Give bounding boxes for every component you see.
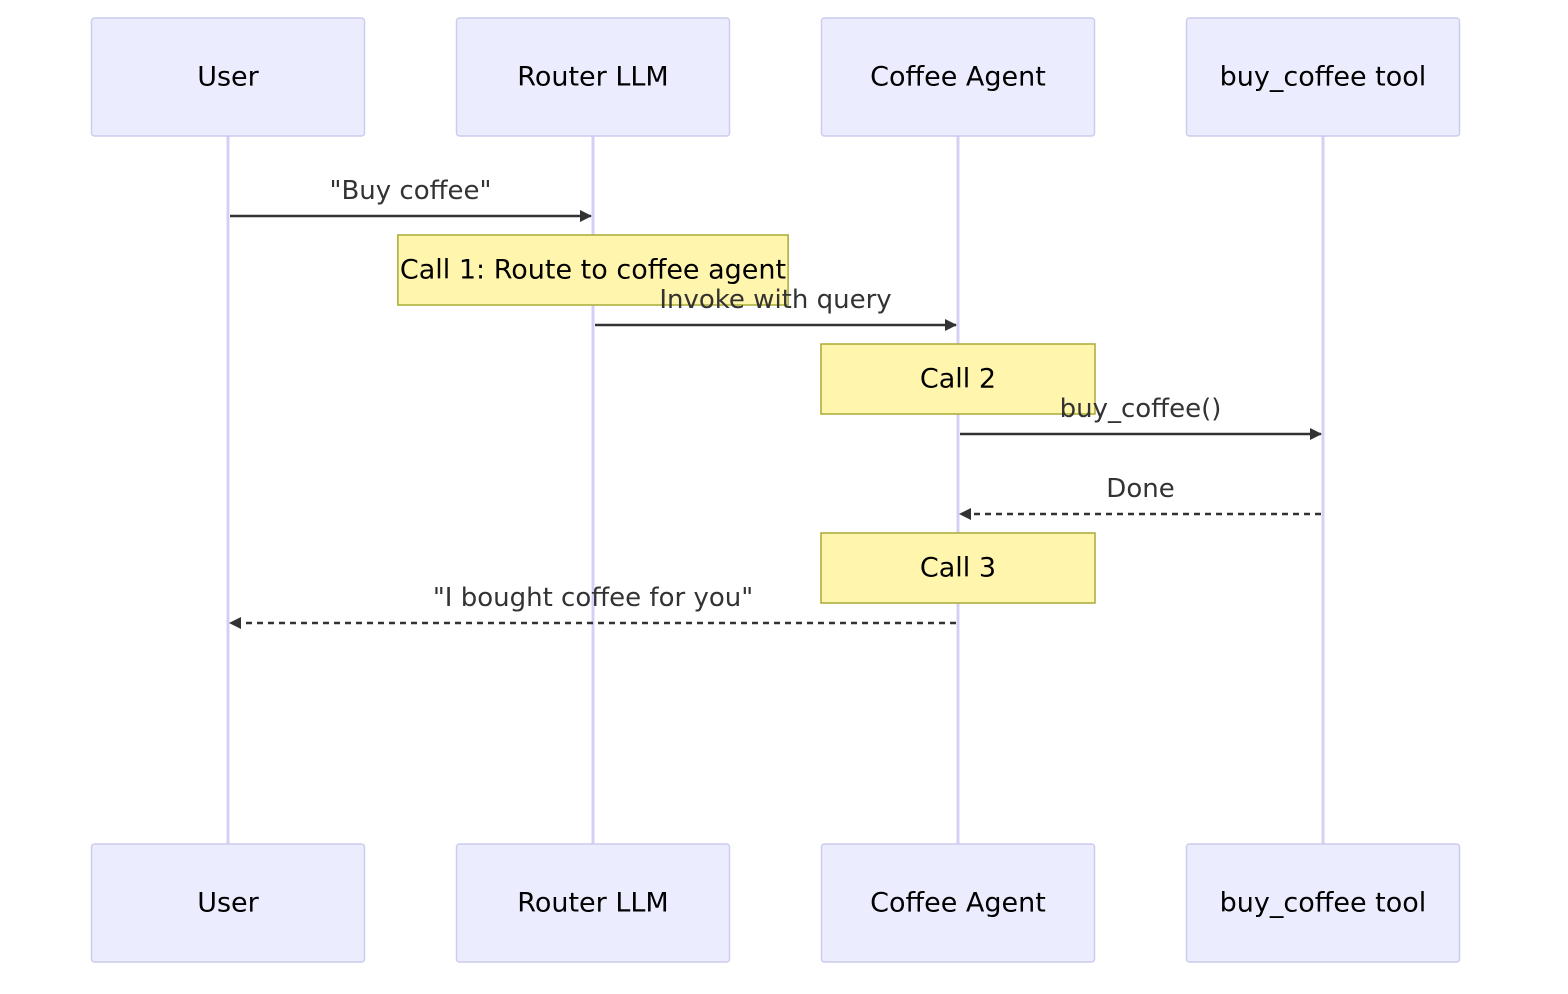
actor-box (455, 17, 731, 137)
note-box (820, 532, 1096, 604)
actor-router-bottom: Router LLM (455, 843, 731, 963)
actor-router-top: Router LLM (455, 17, 731, 137)
actor-label: Router LLM (517, 62, 668, 93)
actor-label: User (197, 888, 259, 919)
actor-box (820, 843, 1096, 963)
actor-box (820, 17, 1096, 137)
note-box (397, 234, 789, 306)
actor-agent-top: Coffee Agent (820, 17, 1096, 137)
actor-box (90, 843, 366, 963)
actor-box (1185, 17, 1461, 137)
message-0: "Buy coffee" (230, 176, 592, 222)
actor-box (1185, 843, 1461, 963)
message-label: "I bought coffee for you" (433, 583, 753, 613)
message-2: Invoke with query (595, 285, 957, 331)
message-7: "I bought coffee for you" (229, 583, 956, 629)
actor-label: User (197, 62, 259, 93)
actor-agent-bottom: Coffee Agent (820, 843, 1096, 963)
note-3: Call 2 (820, 343, 1096, 415)
note-label: Call 2 (920, 364, 996, 395)
note-1: Call 1: Route to coffee agent (397, 234, 789, 306)
message-label: "Buy coffee" (330, 176, 492, 206)
message-5: Done (959, 474, 1321, 520)
actor-label: buy_coffee tool (1220, 888, 1427, 919)
actor-tool-bottom: buy_coffee tool (1185, 843, 1461, 963)
actor-box (90, 17, 366, 137)
actor-label: Coffee Agent (870, 888, 1046, 919)
actor-user-bottom: User (90, 843, 366, 963)
note-label: Call 1: Route to coffee agent (400, 255, 786, 286)
actor-label: buy_coffee tool (1220, 62, 1427, 93)
message-label: Invoke with query (659, 285, 891, 315)
actor-label: Coffee Agent (870, 62, 1046, 93)
message-label: buy_coffee() (1060, 394, 1222, 424)
actor-tool-top: buy_coffee tool (1185, 17, 1461, 137)
message-4: buy_coffee() (960, 394, 1322, 440)
note-6: Call 3 (820, 532, 1096, 604)
actor-user-top: User (90, 17, 366, 137)
actor-box (455, 843, 731, 963)
note-box (820, 343, 1096, 415)
message-label: Done (1106, 474, 1174, 504)
note-label: Call 3 (920, 553, 996, 584)
actor-label: Router LLM (517, 888, 668, 919)
